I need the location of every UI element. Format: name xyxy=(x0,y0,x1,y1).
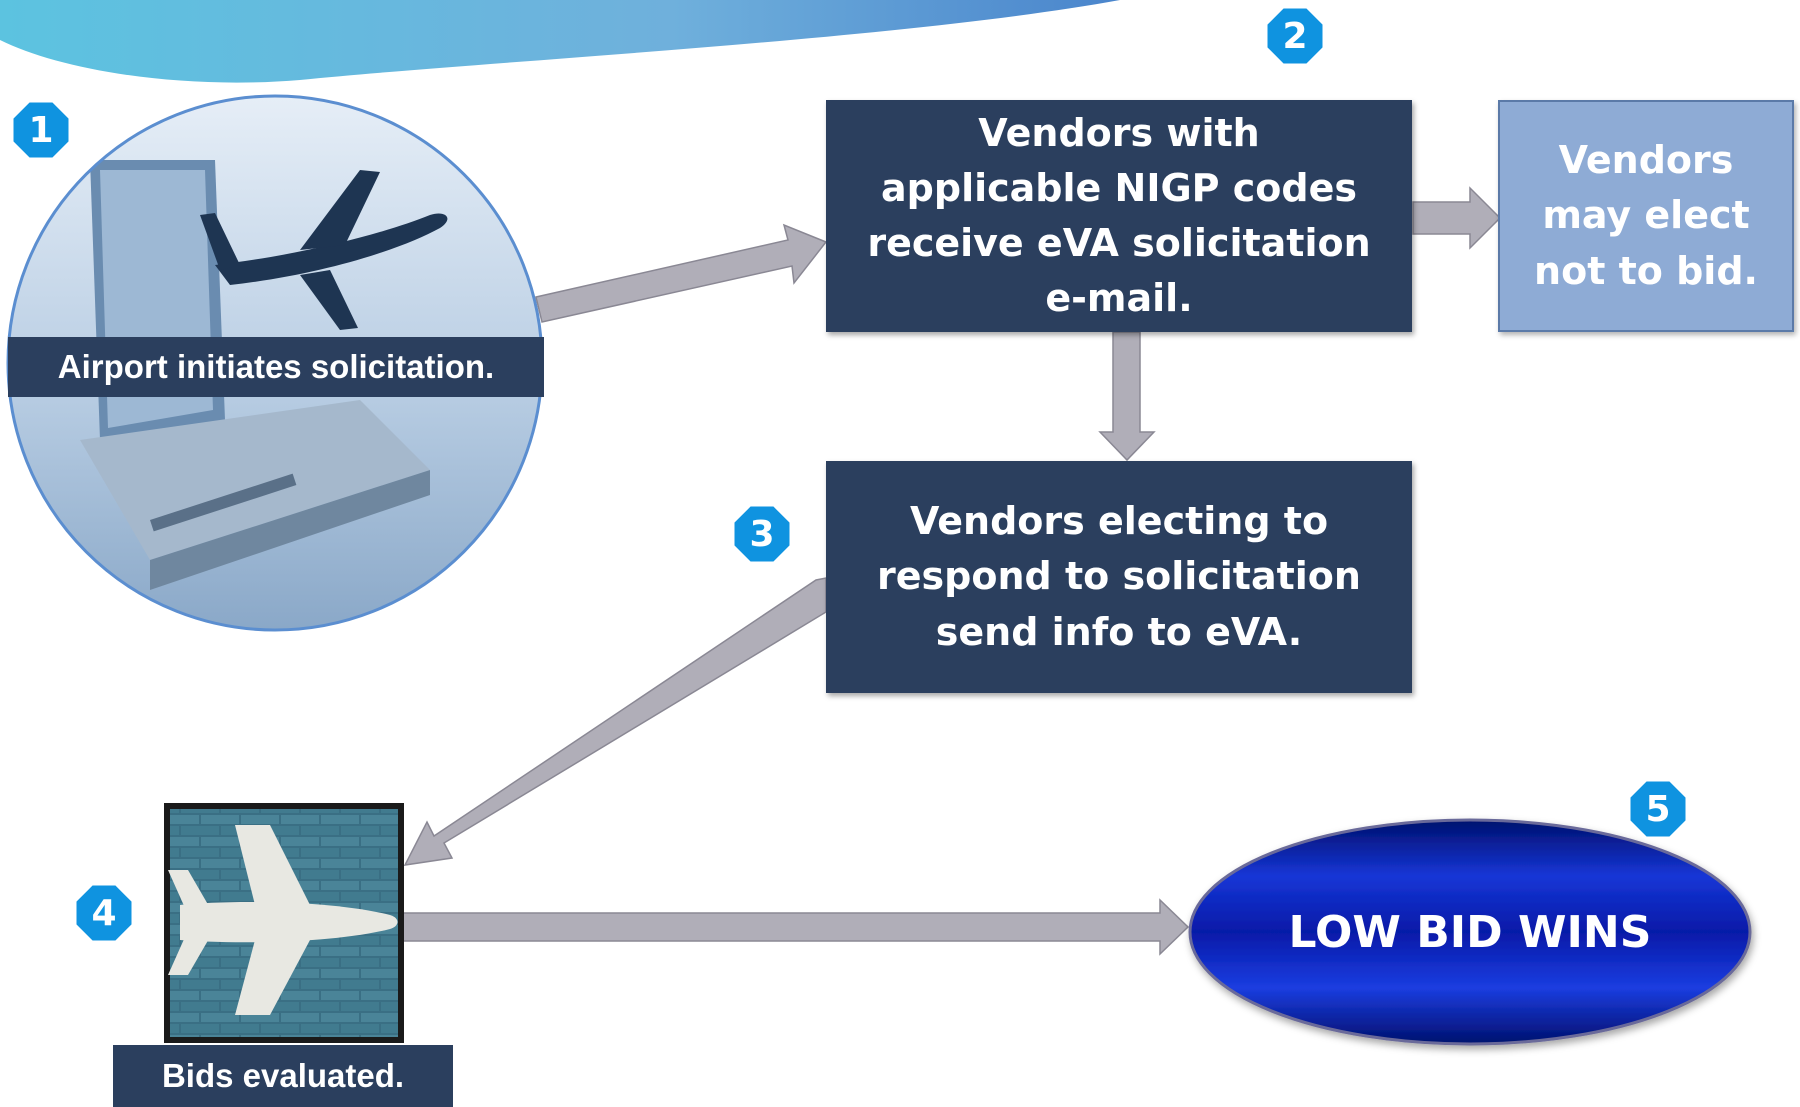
step4-caption: Bids evaluated. xyxy=(113,1045,453,1107)
badge-1: 1 xyxy=(12,101,70,159)
arrow-1-to-2 xyxy=(535,223,828,323)
badge-2: 2 xyxy=(1266,7,1324,65)
badge-3-number: 3 xyxy=(749,513,775,555)
step1-caption-text: Airport initiates solicitation. xyxy=(57,348,495,385)
step2-text: Vendors with applicable NIGP codes recei… xyxy=(867,110,1371,321)
step1-caption: Airport initiates solicitation. xyxy=(8,337,544,397)
badge-1-number: 1 xyxy=(28,109,54,151)
step3-box: Vendors electing to respond to solicitat… xyxy=(826,461,1412,693)
badge-4: 4 xyxy=(75,884,133,942)
optout-box: Vendors may elect not to bid. xyxy=(1498,100,1794,332)
arrow-3-to-4 xyxy=(403,577,827,866)
badge-5: 5 xyxy=(1629,780,1687,838)
step2-box: Vendors with applicable NIGP codes recei… xyxy=(826,100,1412,332)
badge-2-number: 2 xyxy=(1282,15,1308,57)
badge-5-number: 5 xyxy=(1645,788,1671,830)
badge-3: 3 xyxy=(733,505,791,563)
step5-label: LOW BID WINS xyxy=(1190,820,1750,1044)
arrow-2-to-3 xyxy=(1098,331,1156,462)
arrow-4-to-5 xyxy=(401,898,1190,956)
arrow-2-to-optout xyxy=(1412,186,1502,250)
step5-text: LOW BID WINS xyxy=(1288,906,1652,958)
badge-4-number: 4 xyxy=(91,892,117,934)
optout-text: Vendors may elect not to bid. xyxy=(1534,138,1758,293)
step3-text: Vendors electing to respond to solicitat… xyxy=(877,499,1361,654)
low-bid-wins-ellipse xyxy=(1188,818,1752,1046)
airplane-on-brick-icon xyxy=(164,803,404,1043)
step4-caption-text: Bids evaluated. xyxy=(161,1057,405,1094)
banner-swoosh xyxy=(0,0,1120,83)
badge-shapes xyxy=(10,5,1689,944)
